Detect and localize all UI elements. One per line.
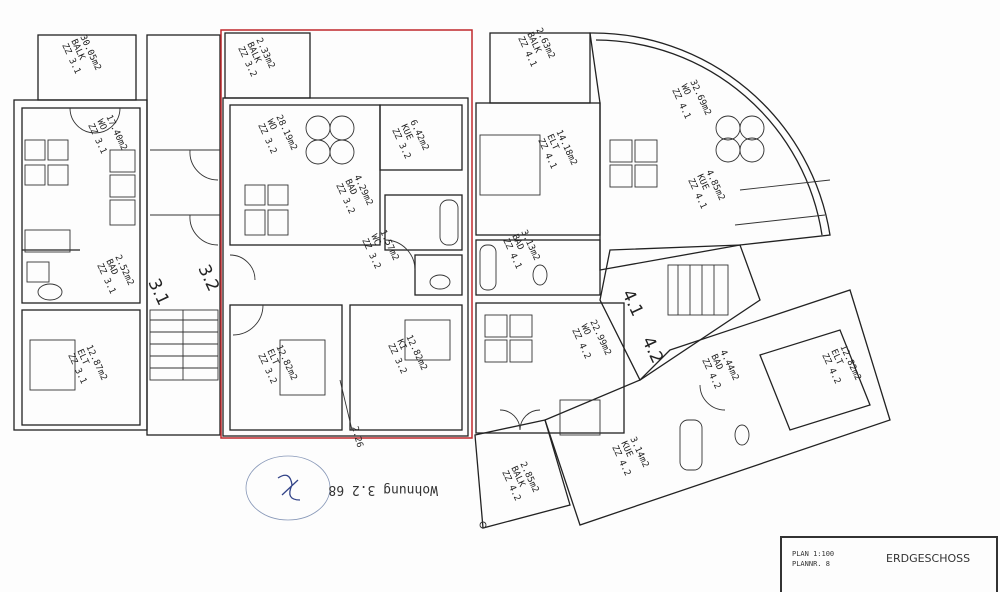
room-label: ZZ 3.2KUE6.42m2 [389,119,430,161]
stair-label-3-2: 3.2 [193,262,223,295]
plan-number: PLANNR. 8 [792,560,830,568]
room-label-area: 28.19m2 [273,114,298,153]
room-label: ZZ 4.1ELT14.18m2 [535,129,578,176]
room-label-area: 17.40m2 [103,114,128,153]
stairwell-3 [146,34,221,436]
room-label: ZZ 4.2BALK2.85m2 [499,461,540,503]
room-label: ZZ 4.2BAD4.44m2 [699,349,740,391]
room-label: ZZ 3.2WC1.57m2 [359,229,400,271]
room-label: ZZ 3.2BAD4.29m2 [333,174,374,216]
room-label-type: WO [578,323,592,337]
stair-label-3-1: 3.1 [143,276,173,309]
handwritten-circle [245,455,331,521]
title-block: PLAN 1:100 PLANNR. 8 ERDGESCHOSS [780,536,998,592]
room-label: ZZ 4.1KUE4.85m2 [685,169,726,211]
room-label-type: WO [264,118,278,132]
room-label: ZZ 3.1ELT12.87m2 [65,344,108,391]
room-label: ZZ 4.1WO32.69m2 [669,79,712,126]
room-label: ZZ 4.2KUE3.14m2 [609,436,650,478]
dimension-label: 2.26 [349,425,364,449]
room-label-type: WO [94,118,108,132]
room-label-type: KI [394,338,408,352]
plan-scale: PLAN 1:100 [792,550,835,558]
room-label-type: WO [678,83,692,97]
room-label: ZZ 3.2WO28.19m2 [255,114,298,161]
room-label: ZZ 3.2BALK2.33m2 [235,37,276,79]
stair-label-4-2: 4.2 [637,334,667,367]
room-label: ZZ 4.2WO22.99m2 [569,319,612,366]
unit-3-2-highlight [220,29,473,439]
room-label-type: WC [368,233,382,247]
unit-3-1-walls [13,34,148,431]
unit-4-1-walls [475,32,831,296]
room-label: ZZ 3.2KI12.82m2 [385,334,428,381]
room-label-area: 12.82m2 [403,334,428,373]
room-label-area: 1.57m2 [377,229,400,263]
unit-4-2-walls [474,289,891,529]
handwritten-note: Wohnung 3.2 68 [328,482,438,497]
room-label-area: 32.69m2 [687,79,712,118]
unit-3-2-walls [222,32,469,437]
room-label: ZZ 3.1BAD2.52m2 [94,254,135,296]
room-label: ZZ 4.2ELT12.82m2 [819,344,862,391]
room-label: ZZ 3.1WO17.40m2 [85,114,128,161]
signature-mark [277,474,301,501]
room-label: ZZ 3.2ELT12.82m2 [255,344,298,391]
stair-label-4-1: 4.1 [617,287,647,320]
floor-name: ERDGESCHOSS [886,552,971,565]
room-label-area: 22.99m2 [587,319,612,358]
room-label: ZZ 3.1BALK30.05m2 [59,34,102,81]
